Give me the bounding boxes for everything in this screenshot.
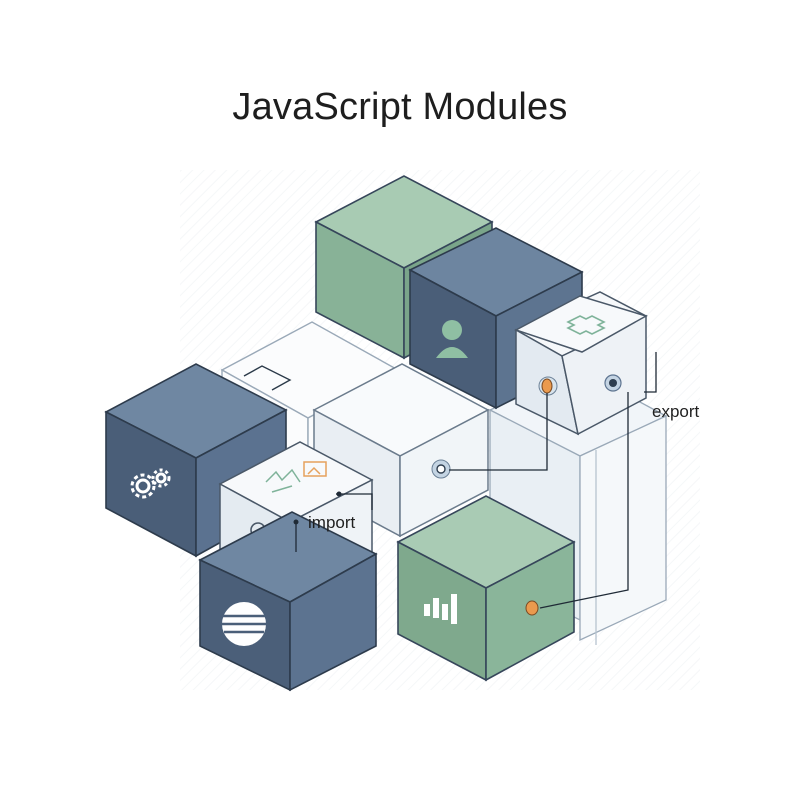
import-dot: [336, 491, 342, 497]
import-label: import: [308, 513, 356, 532]
export-label: export: [652, 402, 700, 421]
gears-icon: [130, 468, 171, 499]
user-icon: [436, 320, 468, 358]
orange-port-bottom: [525, 600, 539, 616]
navy-cube-user: [408, 227, 584, 410]
center-port: [431, 459, 451, 479]
globe-icon: [222, 602, 266, 646]
export-port: [604, 374, 622, 392]
diagram-title: JavaScript Modules: [232, 86, 568, 128]
orange-port-top: [538, 376, 558, 396]
puzzle-icon: [566, 315, 606, 335]
connection-lines: [295, 352, 657, 609]
navy-cube-globe: [198, 511, 378, 692]
import-tick-dot: [293, 519, 299, 525]
bar-chart-icon: [424, 594, 457, 624]
image-icon: [265, 461, 327, 493]
white-cube-puzzle: [514, 291, 648, 436]
